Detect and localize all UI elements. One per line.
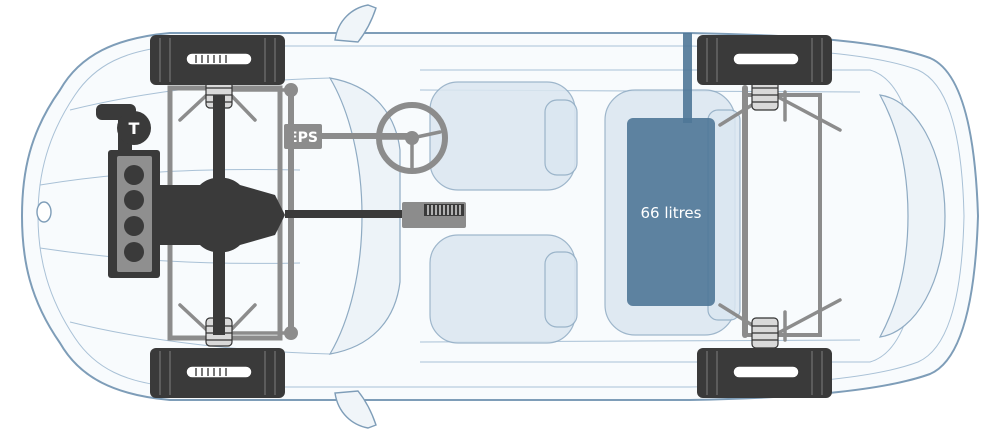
gearbox [160, 177, 285, 253]
mirror-right [334, 390, 377, 429]
wheel-front-left [150, 35, 285, 85]
hood-line-top [39, 169, 301, 186]
front-badge [36, 201, 52, 223]
steering-spoke [410, 130, 442, 140]
drivetrain: T [96, 95, 466, 335]
wheel-front-right [150, 348, 285, 398]
steering-system: EPS [284, 102, 448, 174]
engine-head [117, 156, 152, 272]
fuel-tank-body [627, 118, 715, 306]
fuel-filler-pipe [683, 33, 692, 123]
control-arm [178, 90, 212, 122]
cylinder [124, 190, 144, 210]
gear-selector-ticks [427, 205, 461, 215]
turbo-badge: T [129, 119, 140, 138]
rear-subframe [743, 93, 822, 337]
turbo-icon [117, 111, 151, 145]
steering-wheel-icon [376, 102, 448, 174]
cylinder [124, 216, 144, 236]
fuel-tank-capacity: 66 litres [641, 204, 702, 222]
rear-window [878, 94, 946, 338]
eps-label: EPS [288, 130, 318, 146]
wheel-rear-left [697, 35, 832, 85]
front-seat-left-back [544, 99, 578, 176]
front-seat-right-back [544, 251, 578, 328]
cylinder [124, 165, 144, 185]
rear-spring-bottom [751, 317, 779, 349]
control-arm [178, 303, 212, 335]
cylinder [124, 242, 144, 262]
hood-line-bottom [39, 247, 301, 264]
rear-suspension [718, 79, 842, 349]
rear-spring-top [751, 79, 779, 111]
mirror-left [334, 4, 377, 43]
fuel-tank: 66 litres [627, 33, 715, 306]
wheel-rear-right [697, 348, 832, 398]
hood-curve-bottom [69, 321, 331, 355]
